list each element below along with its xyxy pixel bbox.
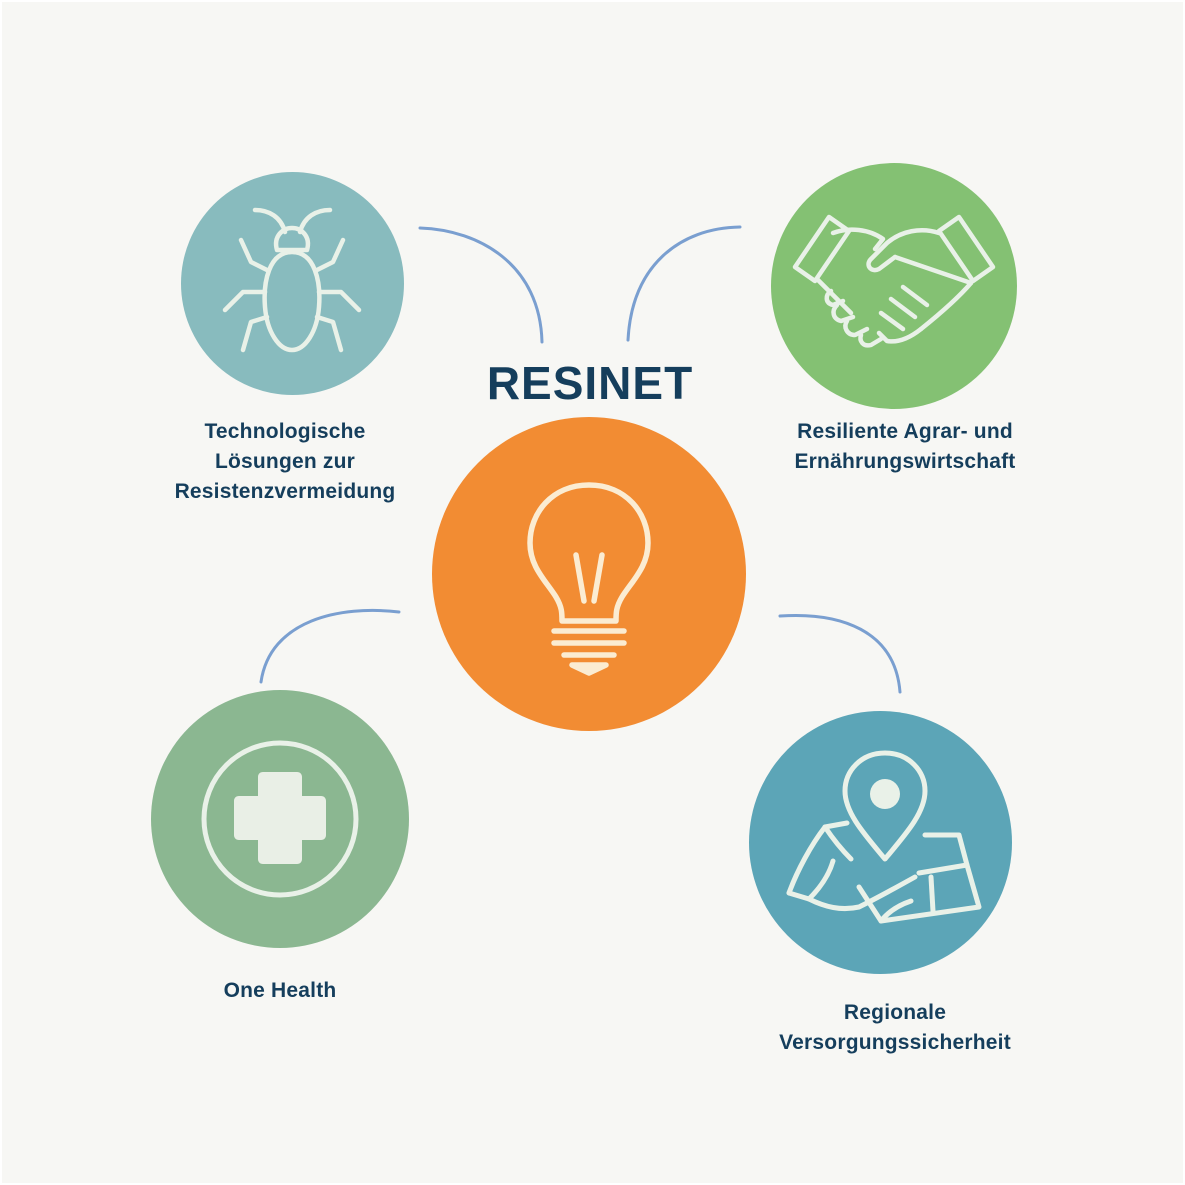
node-tech [181, 172, 404, 395]
label-line: Resistenzvermeidung [174, 480, 396, 503]
label-agrar: Resiliente Agrar- und Ernährungswirtscha… [755, 417, 1055, 477]
medical-cross-icon [201, 740, 359, 898]
label-regional: Regionale Versorgungssicherheit [745, 998, 1045, 1058]
beetle-icon [222, 207, 362, 353]
label-line: Lösungen zur [214, 450, 356, 473]
label-line: Resiliente Agrar- und [797, 420, 1013, 443]
label-tech: Technologische Lösungen zur Resistenzver… [140, 417, 430, 507]
diagram-title: RESINET [486, 357, 694, 409]
label-line: Regionale [843, 1001, 947, 1024]
node-regional [749, 711, 1012, 974]
node-health [151, 690, 409, 948]
map-pin-icon [786, 750, 982, 924]
label-health: One Health [160, 976, 400, 1006]
node-center [432, 417, 746, 731]
node-agrar [771, 163, 1017, 409]
label-line: Ernährungswirtschaft [794, 450, 1016, 473]
lightbulb-icon [527, 482, 651, 676]
label-line: One Health [223, 979, 337, 1002]
label-line: Technologische [204, 420, 366, 443]
handshake-icon [792, 214, 996, 348]
label-line: Versorgungssicherheit [779, 1031, 1011, 1054]
